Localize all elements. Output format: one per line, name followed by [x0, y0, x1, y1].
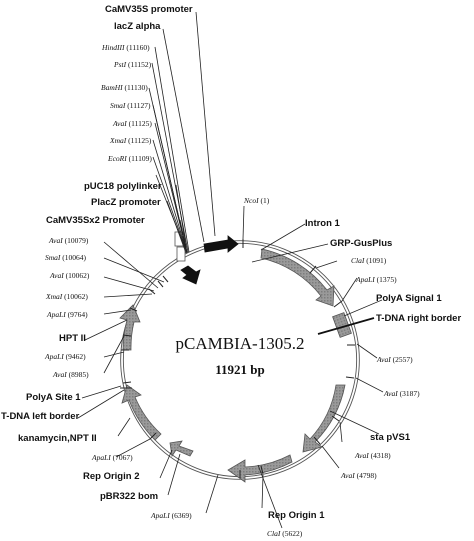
tdna-right-border-bar — [317, 317, 375, 335]
feature-label-reporigin2: Rep Origin 2 — [83, 471, 139, 482]
feature-label-polyasite1: PolyA Site 1 — [26, 392, 81, 403]
site-labels: HindIII (11160) PstI (11152) BamHI (1113… — [44, 43, 420, 538]
pvs1-arrow — [302, 384, 346, 453]
site-label-avai8: AvaI (4798) — [340, 471, 377, 480]
site-label-apali2: ApaLI (9462) — [44, 352, 86, 361]
site-label-hindiii: HindIII (11160) — [101, 43, 150, 52]
site-label-smai1: SmaI (11127) — [110, 101, 151, 110]
site-label-avai4: AvaI (8985) — [52, 370, 89, 379]
site-label-smai2: SmaI (10064) — [45, 253, 87, 262]
feature-label-hpt2: HPT II — [59, 333, 86, 344]
feature-label-camv35sx2: CaMV35Sx2 Promoter — [46, 215, 145, 226]
pbr322-bom-arrow — [169, 440, 194, 458]
grp-gusplus-arrow — [260, 248, 335, 307]
site-ticks — [120, 239, 355, 478]
camv35sx2-promoter-arrow — [180, 265, 201, 285]
feature-arrows — [119, 235, 352, 483]
feature-label-lacz: lacZ alpha — [114, 21, 161, 32]
feature-label-tdnarb: T-DNA right border — [376, 313, 461, 324]
site-label-ecori: EcoRI (11109) — [107, 154, 152, 163]
site-label-xmai1: XmaI (11125) — [109, 136, 152, 145]
feature-label-placz: PlacZ promoter — [91, 197, 161, 208]
feature-label-tdnalb: T-DNA left border — [1, 411, 80, 422]
site-label-avai2: AvaI (10079) — [48, 236, 89, 245]
site-label-apali3: ApaLI (1375) — [355, 275, 397, 284]
site-label-clai2: ClaI (5622) — [267, 529, 303, 538]
site-label-avai5: AvaI (2557) — [376, 355, 413, 364]
feature-label-grp: GRP-GusPlus — [330, 238, 392, 249]
feature-label-intron1: Intron 1 — [305, 218, 341, 229]
site-label-avai3: AvaI (10062) — [49, 271, 90, 280]
feature-label-puc18: pUC18 polylinker — [84, 181, 162, 192]
plasmid-size: 11921 bp — [215, 362, 265, 377]
feature-label-kan: kanamycin,NPT II — [18, 433, 97, 444]
backbone-ring — [120, 240, 360, 480]
feature-label-reporigin1: Rep Origin 1 — [268, 510, 325, 521]
site-label-psti: PstI (11152) — [113, 60, 152, 69]
site-label-avai7: AvaI (4318) — [354, 451, 391, 460]
leader-lines — [77, 11, 384, 529]
site-label-bamhi: BamHI (11130) — [101, 83, 148, 92]
plasmid-name: pCAMBIA-1305.2 — [176, 334, 305, 353]
feature-label-camv35s: CaMV35S promoter — [105, 4, 193, 15]
kanamycin-arrow — [121, 384, 162, 441]
feature-label-pbr322: pBR322 bom — [100, 491, 158, 502]
rep-origin1-arrow — [227, 454, 293, 483]
feature-label-polyasig1: PolyA Signal 1 — [376, 293, 442, 304]
site-label-apali5: ApaLI (6369) — [150, 511, 192, 520]
site-label-avai1: AvaI (11125) — [112, 119, 152, 128]
site-label-ncoi: NcoI (1) — [243, 196, 270, 205]
hpt2-arrow — [119, 304, 141, 351]
site-label-apali4: ApaLI (7067) — [91, 453, 133, 462]
camv35s-promoter-arrow — [203, 235, 239, 253]
site-label-apali1: ApaLI (9764) — [46, 310, 88, 319]
site-label-xmai2: XmaI (10062) — [45, 292, 88, 301]
polya-signal-box — [332, 312, 352, 338]
site-label-clai1: ClaI (1091) — [351, 256, 387, 265]
site-label-avai6: AvaI (3187) — [383, 389, 420, 398]
feature-label-pvs1: sta pVS1 — [370, 432, 411, 443]
